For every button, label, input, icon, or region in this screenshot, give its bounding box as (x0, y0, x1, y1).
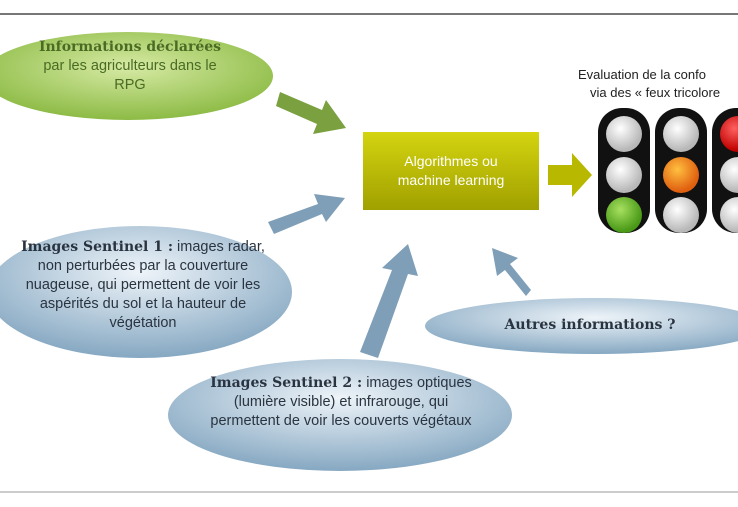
sentinel2-ellipse (168, 359, 512, 471)
sentinel1-arrow (268, 194, 345, 234)
traffic-light-green (598, 108, 650, 233)
sentinel1-text: Images Sentinel 1 : images radar, non pe… (21, 239, 265, 331)
sentinel1-ellipse (0, 226, 292, 358)
sentinel2-arrow (360, 244, 418, 358)
other-info-ellipse (425, 298, 738, 354)
other-info-text: Autres informations ? (504, 317, 676, 333)
algorithm-label: Algorithmes ou machine learning (397, 153, 505, 188)
other-info-arrow (492, 248, 531, 296)
sentinel2-text: Images Sentinel 2 : images optiques (lum… (210, 375, 472, 429)
algorithm-box (363, 132, 539, 210)
traffic-light-red (712, 108, 738, 233)
declared-info-text: Informations déclarées par les agriculte… (38, 39, 222, 93)
evaluation-title: Evaluation de la confo via des « feux tr… (578, 67, 721, 100)
declared-info-ellipse (0, 32, 273, 120)
yellow-arrow (548, 153, 592, 197)
traffic-light-orange (655, 108, 707, 233)
green-arrow (276, 92, 346, 134)
